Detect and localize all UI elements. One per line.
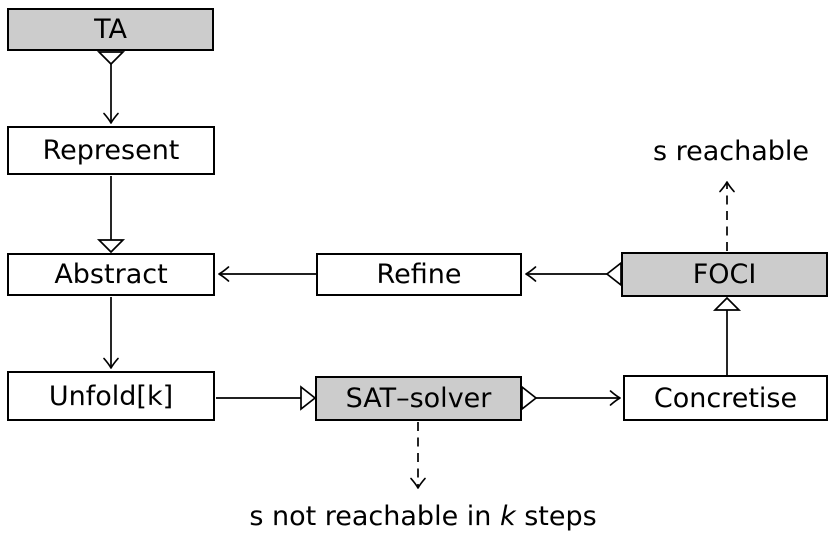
- arrow-represent-abstract: [96, 176, 126, 254]
- node-foci: FOCI: [621, 252, 828, 297]
- node-concretise-label: Concretise: [653, 382, 798, 414]
- node-unfold-k: Unfold[k]: [7, 371, 215, 421]
- node-represent: Represent: [7, 126, 215, 175]
- annotation-k-variable: k: [499, 501, 516, 532]
- arrow-unfold-sat: [216, 385, 317, 411]
- node-sat-solver: SAT–solver: [315, 376, 522, 421]
- annotation-s-reachable: s reachable: [653, 137, 809, 167]
- arrow-sat-concretise: [521, 385, 621, 411]
- node-concretise: Concretise: [623, 375, 828, 421]
- arrow-concretise-foci: [712, 296, 742, 375]
- node-refine-label: Refine: [376, 259, 462, 290]
- node-represent-label: Represent: [42, 135, 180, 166]
- node-ta: TA: [7, 8, 214, 51]
- node-unfold-k-label: Unfold[k]: [48, 380, 174, 412]
- node-refine: Refine: [316, 253, 522, 296]
- node-abstract-label: Abstract: [54, 259, 168, 290]
- arrow-foci-refine: [525, 261, 622, 287]
- node-ta-label: TA: [94, 14, 127, 45]
- annotation-s-not-reachable: s not reachable in k steps: [249, 502, 596, 532]
- node-abstract: Abstract: [7, 253, 215, 296]
- annotation-s-reachable-text: s reachable: [652, 136, 810, 167]
- node-foci-label: FOCI: [692, 259, 757, 290]
- annotation-s-not-reachable-prefix: s not reachable in: [249, 501, 500, 532]
- annotation-s-not-reachable-suffix: steps: [515, 501, 597, 532]
- node-sat-solver-label: SAT–solver: [345, 383, 492, 414]
- arrow-ta-represent: [96, 51, 126, 124]
